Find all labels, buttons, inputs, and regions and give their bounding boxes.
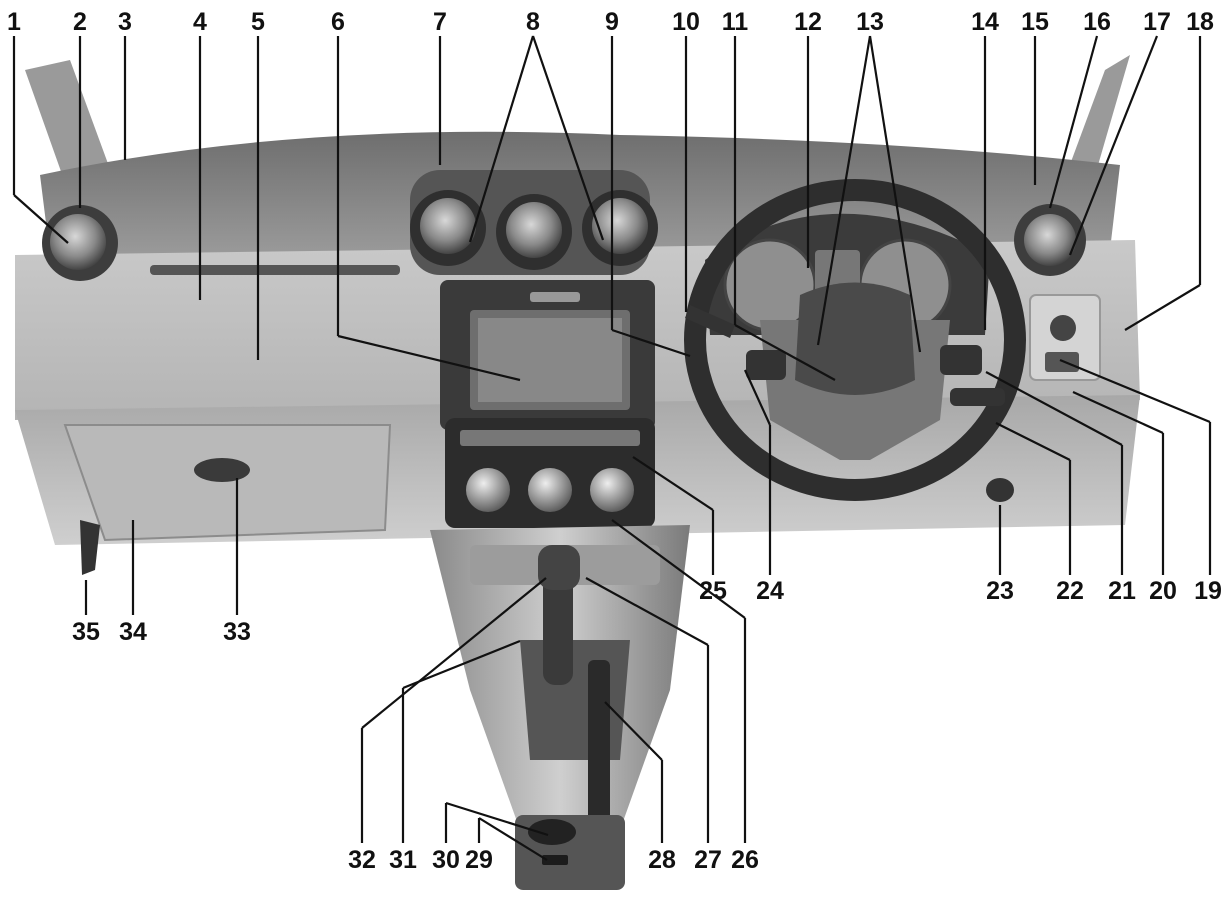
callout-31: 31 — [389, 846, 417, 874]
gear-gaiter — [520, 640, 630, 760]
right-side-vent-ring — [1024, 214, 1076, 266]
handbrake — [588, 660, 610, 830]
central-vents — [410, 170, 658, 275]
callout-32: 32 — [348, 846, 376, 874]
callout-33: 33 — [223, 618, 251, 646]
ignition-switch — [1050, 315, 1076, 341]
callout-11: 11 — [722, 8, 749, 36]
callout-9: 9 — [605, 8, 619, 36]
callout-13: 13 — [856, 8, 884, 36]
callout-5: 5 — [251, 8, 265, 36]
callout-10: 10 — [672, 8, 700, 36]
callout-23: 23 — [986, 577, 1014, 605]
steering-wheel — [684, 179, 1026, 501]
callout-3: 3 — [118, 8, 132, 36]
callout-20: 20 — [1149, 577, 1177, 605]
callout-8: 8 — [526, 8, 540, 36]
callout-30: 30 — [432, 846, 460, 874]
callout-28: 28 — [648, 846, 676, 874]
callout-22: 22 — [1056, 577, 1084, 605]
callout-7: 7 — [433, 8, 447, 36]
callout-19: 19 — [1194, 577, 1222, 605]
multimedia-unit — [440, 280, 655, 430]
left-side-vent-ring — [50, 214, 106, 270]
callout-15: 15 — [1021, 8, 1049, 36]
bonnet-release — [986, 478, 1014, 502]
callout-14: 14 — [971, 8, 999, 36]
callout-25: 25 — [699, 577, 727, 605]
gear-lever-shaft — [543, 575, 573, 685]
gear-knob — [538, 545, 580, 590]
climate-control-panel — [445, 418, 655, 528]
glove-box — [63, 424, 392, 542]
callout-6: 6 — [331, 8, 345, 36]
right-stalk — [950, 388, 1005, 406]
cup-holder — [528, 819, 576, 845]
callout-4: 4 — [193, 8, 207, 36]
callout-2: 2 — [73, 8, 87, 36]
callout-27: 27 — [694, 846, 722, 874]
leader-lines — [12, 35, 1212, 861]
lower-left-panel — [80, 520, 100, 575]
callout-numbers: 1 2 3 4 5 6 7 8 9 10 11 12 13 14 15 16 1… — [7, 8, 1222, 874]
callout-26: 26 — [731, 846, 759, 874]
callout-1: 1 — [7, 8, 21, 36]
callout-16: 16 — [1083, 8, 1111, 36]
callout-34: 34 — [119, 618, 147, 646]
top-storage-strip — [150, 265, 400, 275]
left-stalk — [685, 305, 735, 338]
callout-24: 24 — [756, 577, 784, 605]
callout-18: 18 — [1186, 8, 1214, 36]
callout-35: 35 — [72, 618, 100, 646]
usb-socket — [542, 855, 568, 865]
callout-12: 12 — [794, 8, 822, 36]
callout-17: 17 — [1143, 8, 1171, 36]
glove-box-handle — [194, 458, 250, 482]
callout-29: 29 — [465, 846, 493, 874]
callout-21: 21 — [1108, 577, 1136, 605]
